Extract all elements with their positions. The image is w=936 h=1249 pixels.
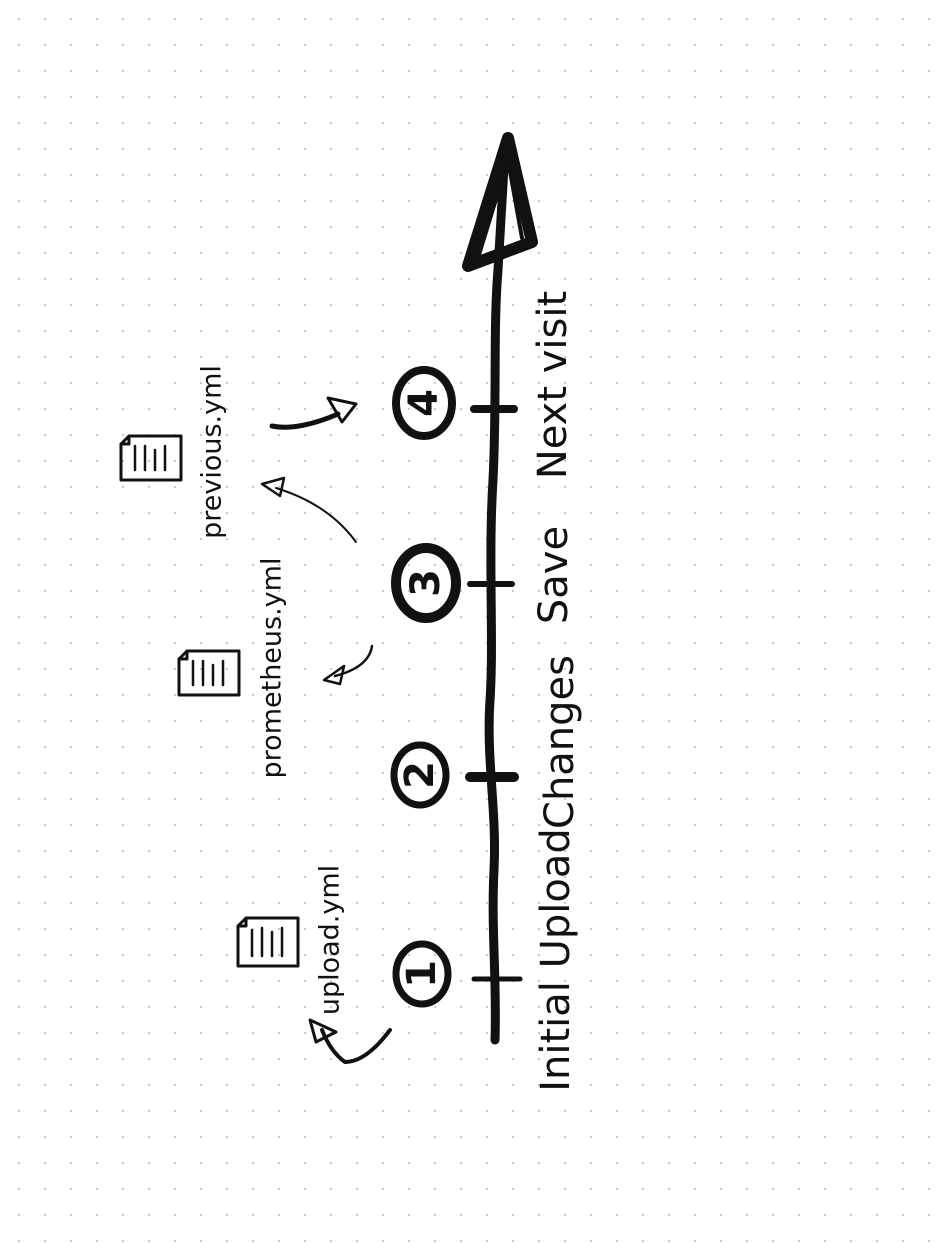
upload-file-icon [236, 916, 300, 968]
stage-1-marker: 1 [392, 940, 452, 1008]
arrow-previous-to-stage4 [269, 396, 358, 430]
arrow-stage1-to-upload [308, 1018, 392, 1064]
stage-1-label: Initial Upload [533, 828, 579, 1092]
arrow-stage3-to-prometheus [322, 644, 374, 686]
stage-3-number: 3 [403, 569, 449, 597]
stage-4-marker: 4 [392, 366, 456, 440]
prometheus-file-icon [177, 649, 241, 697]
upload-file-label: upload.yml [315, 865, 346, 1015]
stage-3-label: Save [531, 526, 577, 624]
prometheus-file-label: prometheus.yml [257, 558, 288, 779]
timeline-arrowhead [462, 132, 538, 272]
stage-4-label: Next visit [530, 291, 576, 479]
arrow-stage3-to-previous [260, 476, 357, 543]
stage-2-marker: 2 [390, 741, 450, 809]
stage-2-number: 2 [397, 761, 443, 789]
stage-2-label: Changes [537, 655, 583, 829]
stage-3-marker: 3 [391, 543, 461, 623]
timeline-arrowhead-inner [476, 158, 524, 260]
previous-file-icon [119, 434, 183, 482]
stage-4-number: 4 [401, 389, 447, 417]
previous-file-label: previous.yml [197, 365, 228, 539]
stage-1-number: 1 [399, 960, 445, 988]
timeline-axis [484, 145, 510, 1045]
